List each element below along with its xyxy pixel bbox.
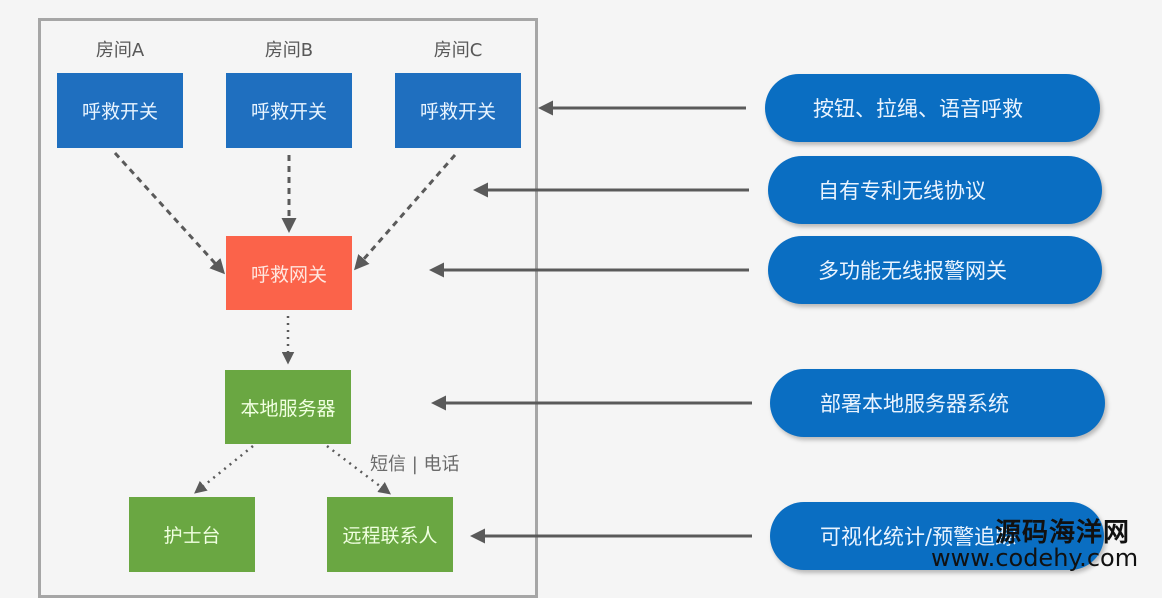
room-a-call-switch: 呼救开关	[57, 73, 183, 148]
remote-contact: 远程联系人	[327, 497, 453, 572]
connectors	[113, 100, 752, 544]
watermark-title: 源码海洋网	[995, 518, 1131, 548]
channel-label: 短信 | 电话	[370, 454, 460, 475]
room-c-label: 房间C	[433, 40, 483, 61]
nurse-station: 护士台	[129, 497, 255, 572]
room-b-label: 房间B	[264, 40, 314, 61]
call-gateway: 呼救网关	[226, 236, 352, 310]
feature-pill-call-methods: 按钮、拉绳、语音呼救	[765, 74, 1100, 142]
feature-pill-wireless-protocol: 自有专利无线协议	[768, 156, 1102, 224]
watermark: 源码海洋网 www.codehy.com	[931, 518, 1138, 570]
feature-pill-visual-stats: 可视化统计/预警追踪	[770, 502, 1104, 570]
watermark-url: www.codehy.com	[931, 544, 1139, 572]
feature-pill-alarm-gateway: 多功能无线报警网关	[768, 236, 1102, 304]
room-c-call-switch: 呼救开关	[395, 73, 521, 148]
arrow-server-to-nurse	[194, 445, 254, 494]
room-b-call-switch: 呼救开关	[226, 73, 352, 148]
feature-pill-local-server: 部署本地服务器系统	[770, 369, 1105, 437]
arrow-server-to-remote	[326, 445, 391, 495]
arrow-room-a-to-gateway	[113, 151, 226, 275]
arrow-room-c-to-gateway	[354, 154, 457, 271]
local-server: 本地服务器	[225, 370, 351, 444]
room-a-label: 房间A	[95, 40, 145, 61]
